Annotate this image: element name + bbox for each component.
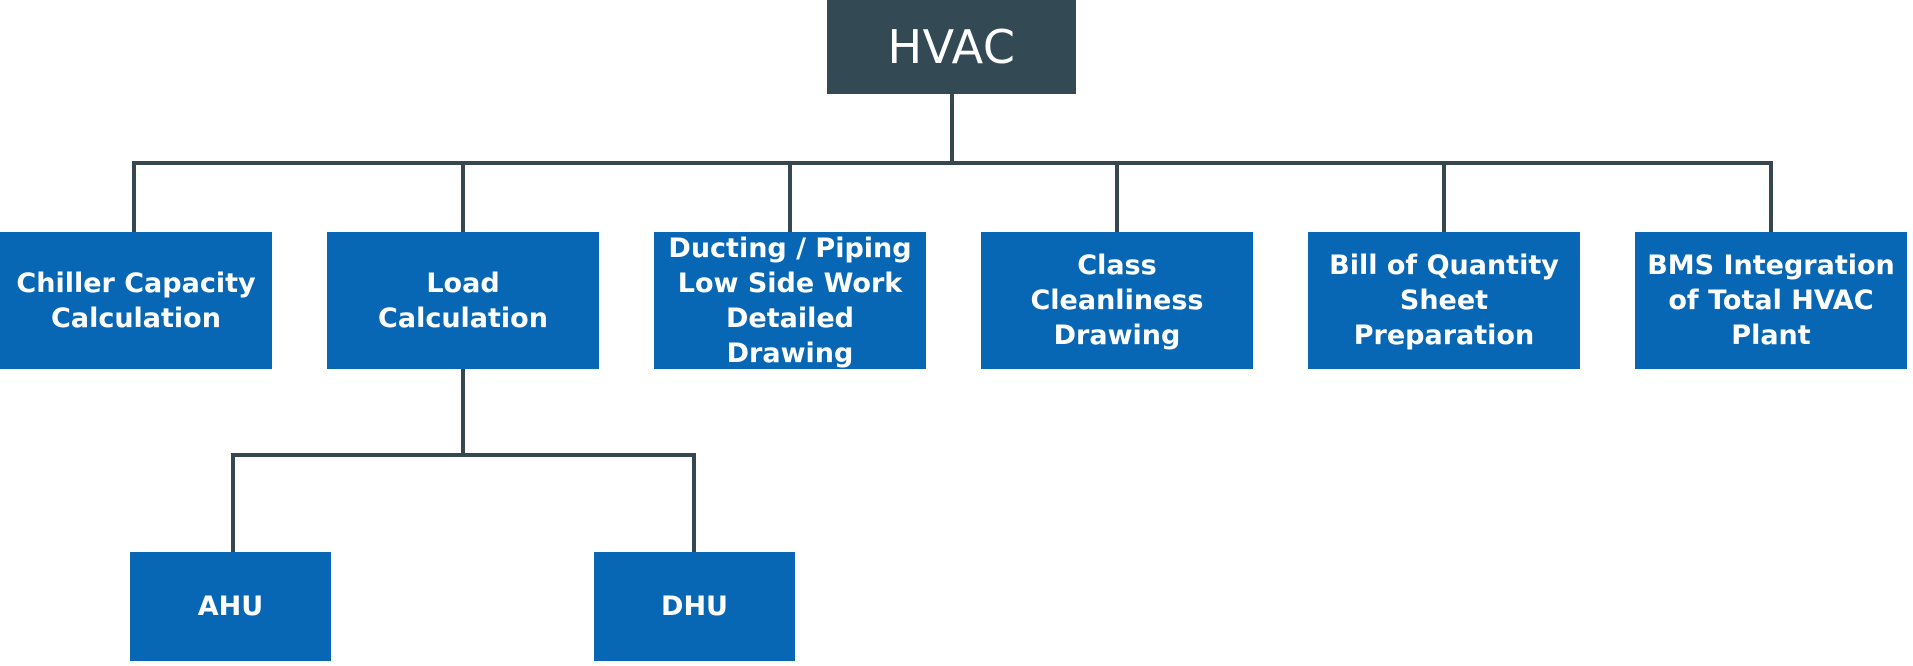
- node-label: Load Calculation: [378, 267, 548, 334]
- node-ahu: AHU: [130, 552, 331, 661]
- node-label: Class Cleanliness Drawing: [1030, 250, 1204, 351]
- node-label: Bill of Quantity Sheet Preparation: [1329, 250, 1559, 351]
- node-dhu: DHU: [594, 552, 795, 661]
- node-load-calculation: Load Calculation: [327, 232, 599, 369]
- node-label: Ducting / Piping Low Side Work Detailed …: [668, 232, 912, 369]
- node-label: AHU: [197, 591, 264, 622]
- node-label: Chiller Capacity Calculation: [16, 267, 256, 334]
- node-bill-of-quantity: Bill of Quantity Sheet Preparation: [1308, 232, 1580, 369]
- root-node-label: HVAC: [887, 20, 1016, 74]
- node-label: BMS Integration of Total HVAC Plant: [1647, 250, 1895, 351]
- node-chiller-capacity-calculation: Chiller Capacity Calculation: [0, 232, 272, 369]
- root-node-hvac: HVAC: [827, 0, 1076, 94]
- node-label: DHU: [661, 591, 728, 622]
- node-class-cleanliness-drawing: Class Cleanliness Drawing: [981, 232, 1253, 369]
- node-bms-integration: BMS Integration of Total HVAC Plant: [1635, 232, 1907, 369]
- node-ducting-piping-drawing: Ducting / Piping Low Side Work Detailed …: [654, 232, 926, 369]
